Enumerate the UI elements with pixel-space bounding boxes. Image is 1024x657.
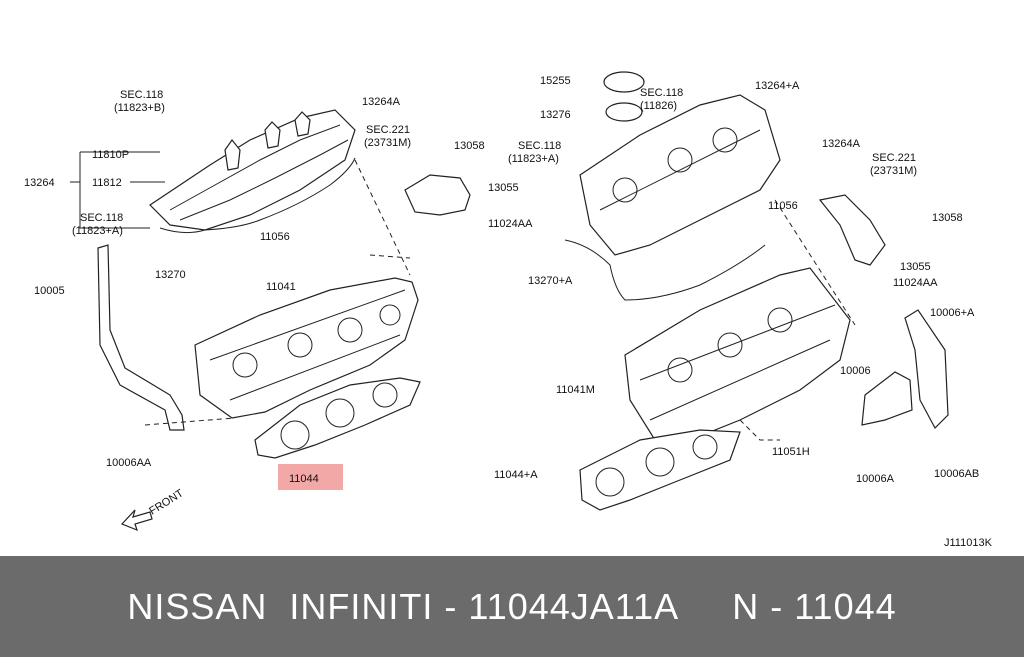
label-l11024AA-l: 11024AA bbox=[488, 218, 533, 230]
label-l13264A-top: 13264A bbox=[362, 96, 401, 108]
label-l11041M: 11041M bbox=[556, 384, 595, 396]
cap-gasket bbox=[605, 102, 643, 122]
head-gasket-right bbox=[579, 429, 741, 511]
label-l10006: 10006 bbox=[840, 365, 871, 377]
front-arrow-icon bbox=[120, 509, 153, 532]
label-sec221-l: SEC.221 bbox=[366, 124, 410, 136]
label-sec118-ra: SEC.118 bbox=[518, 140, 561, 152]
label-l11810P: 11810P bbox=[92, 149, 129, 161]
label-l11044plusA: 11044+A bbox=[494, 469, 538, 481]
label-sec118-a: SEC.118 bbox=[80, 212, 123, 224]
highlight-11044 bbox=[278, 464, 343, 490]
label-sec118-r2: (11826) bbox=[640, 100, 677, 112]
label-sec118-b2: (11823+B) bbox=[114, 102, 165, 114]
label-sec221-r: SEC.221 bbox=[872, 152, 916, 164]
label-l13264plusA: 13264+A bbox=[755, 80, 800, 92]
label-l10006AA: 10006AA bbox=[106, 457, 152, 469]
label-l10005: 10005 bbox=[34, 285, 65, 297]
label-l15255: 15255 bbox=[540, 75, 571, 87]
label-l11024AA-r: 11024AA bbox=[893, 277, 938, 289]
part-number-caption: NISSAN INFINITI - 11044JA11A N - 11044 bbox=[127, 585, 897, 627]
bracket-10006 bbox=[861, 371, 913, 426]
label-l13270plusA: 13270+A bbox=[528, 275, 573, 287]
label-l13264A-r: 13264A bbox=[822, 138, 861, 150]
label-sec221-r2: (23731M) bbox=[870, 165, 917, 177]
valve-cover-right bbox=[579, 94, 781, 256]
label-l13270: 13270 bbox=[155, 269, 186, 281]
cylinder-head-right bbox=[624, 267, 851, 441]
parts-diagram: SEC.118 (11823+B) 13264A 11810P 13264 11… bbox=[24, 71, 993, 549]
footer-bar: NISSAN INFINITI - 11044JA11A N - 11044 bbox=[0, 556, 1024, 657]
gasket-left bbox=[159, 157, 356, 234]
solenoid-left bbox=[404, 174, 471, 216]
label-sec118-ra2: (11823+A) bbox=[508, 153, 559, 165]
label-l13058-l: 13058 bbox=[454, 140, 485, 152]
label-ref: J111013K bbox=[944, 537, 993, 549]
bracket-10006plusA bbox=[904, 309, 949, 429]
head-gasket-left bbox=[254, 377, 421, 459]
label-l13055-r: 13055 bbox=[900, 261, 931, 273]
label-l11056-l: 11056 bbox=[260, 231, 290, 243]
label-l11044: 11044 bbox=[289, 473, 319, 485]
label-sec118-b: SEC.118 bbox=[120, 89, 163, 101]
label-sec221-l2: (23731M) bbox=[364, 137, 411, 149]
label-l10006plusA: 10006+A bbox=[930, 307, 975, 319]
label-sec118-r: SEC.118 bbox=[640, 87, 683, 99]
label-l10006A: 10006A bbox=[856, 473, 895, 485]
label-l11056-r: 11056 bbox=[768, 200, 798, 212]
label-l13276: 13276 bbox=[540, 109, 571, 121]
label-l11051H: 11051H bbox=[772, 446, 810, 458]
label-l13055-l: 13055 bbox=[488, 182, 519, 194]
cylinder-head-left bbox=[194, 277, 419, 419]
solenoid-right bbox=[818, 194, 886, 266]
label-front: FRONT bbox=[147, 487, 186, 517]
label-l11812: 11812 bbox=[92, 177, 122, 189]
label-l10006AB: 10006AB bbox=[934, 468, 979, 480]
label-l13264: 13264 bbox=[24, 177, 55, 189]
oil-cap-icon bbox=[603, 71, 645, 93]
label-l13058-r: 13058 bbox=[932, 212, 963, 224]
label-l11041: 11041 bbox=[266, 281, 296, 293]
gasket-right bbox=[564, 239, 766, 301]
label-sec118-a2: (11823+A) bbox=[72, 225, 123, 237]
valve-cover-left bbox=[149, 109, 356, 231]
